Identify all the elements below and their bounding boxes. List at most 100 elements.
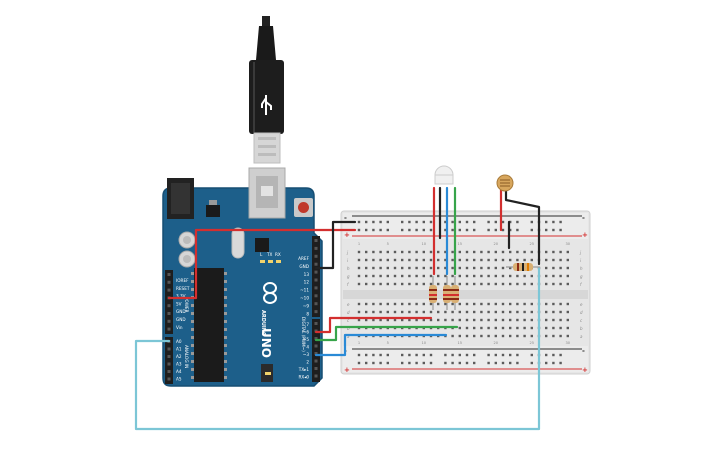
wire-pin5-green[interactable]	[314, 325, 459, 342]
analog-header[interactable]	[165, 337, 173, 384]
breadboard-hole[interactable]	[487, 274, 490, 278]
breadboard-hole[interactable]	[429, 274, 433, 278]
breadboard-hole[interactable]	[552, 302, 555, 306]
breadboard-hole[interactable]	[437, 318, 440, 322]
rail-hole[interactable]	[415, 361, 418, 365]
rail-hole[interactable]	[473, 361, 476, 365]
rail-hole[interactable]	[415, 220, 418, 224]
photoresistor[interactable]	[496, 174, 514, 192]
breadboard-hole[interactable]	[523, 250, 526, 254]
breadboard-hole[interactable]	[451, 302, 454, 306]
rgb-led[interactable]	[434, 165, 454, 185]
breadboard-hole[interactable]	[458, 302, 461, 306]
header-hole[interactable]	[314, 352, 318, 355]
breadboard-hole[interactable]	[559, 250, 562, 254]
breadboard-hole[interactable]	[501, 318, 505, 322]
breadboard-hole[interactable]	[480, 334, 483, 338]
rail-hole[interactable]	[473, 220, 476, 224]
header-hole[interactable]	[167, 362, 171, 366]
rail-hole[interactable]	[516, 361, 519, 365]
breadboard-hole[interactable]	[372, 250, 375, 254]
breadboard-hole[interactable]	[415, 274, 418, 278]
breadboard-hole[interactable]	[372, 318, 375, 322]
rail-hole[interactable]	[451, 353, 454, 357]
breadboard-hole[interactable]	[559, 326, 562, 330]
breadboard-hole[interactable]	[458, 282, 461, 286]
rail-hole[interactable]	[545, 220, 548, 224]
rail-hole[interactable]	[545, 228, 548, 232]
breadboard-hole[interactable]	[545, 274, 548, 278]
breadboard-hole[interactable]	[545, 326, 548, 330]
breadboard-hole[interactable]	[545, 258, 548, 262]
rail-hole[interactable]	[357, 220, 361, 224]
breadboard-hole[interactable]	[365, 258, 368, 262]
breadboard-hole[interactable]	[509, 334, 512, 338]
breadboard-hole[interactable]	[415, 266, 418, 270]
breadboard-hole[interactable]	[523, 326, 526, 330]
breadboard-hole[interactable]	[386, 302, 389, 306]
breadboard-hole[interactable]	[480, 274, 483, 278]
breadboard-hole[interactable]	[465, 318, 469, 322]
rail-hole[interactable]	[451, 228, 454, 232]
breadboard-hole[interactable]	[516, 274, 519, 278]
breadboard-hole[interactable]	[465, 250, 469, 254]
breadboard-hole[interactable]	[530, 282, 533, 286]
breadboard-hole[interactable]	[393, 318, 397, 322]
breadboard-hole[interactable]	[552, 334, 555, 338]
breadboard-hole[interactable]	[530, 326, 533, 330]
rail-hole[interactable]	[530, 220, 533, 224]
breadboard-hole[interactable]	[530, 318, 533, 322]
breadboard-hole[interactable]	[480, 250, 483, 254]
breadboard-hole[interactable]	[509, 310, 512, 314]
breadboard-hole[interactable]	[473, 282, 476, 286]
rail-hole[interactable]	[372, 361, 375, 365]
breadboard-hole[interactable]	[480, 258, 483, 262]
breadboard-hole[interactable]	[523, 302, 526, 306]
rail-hole[interactable]	[516, 220, 519, 224]
breadboard-hole[interactable]	[523, 282, 526, 286]
breadboard-hole[interactable]	[509, 318, 512, 322]
header-hole[interactable]	[167, 327, 171, 331]
breadboard-hole[interactable]	[516, 334, 519, 338]
breadboard-hole[interactable]	[473, 334, 476, 338]
breadboard-hole[interactable]	[357, 274, 361, 278]
breadboard-hole[interactable]	[451, 310, 454, 314]
rail-hole[interactable]	[458, 228, 461, 232]
breadboard-hole[interactable]	[357, 282, 361, 286]
rail-hole[interactable]	[545, 361, 548, 365]
breadboard-hole[interactable]	[451, 334, 454, 338]
breadboard-hole[interactable]	[458, 250, 461, 254]
breadboard-hole[interactable]	[451, 258, 454, 262]
breadboard-hole[interactable]	[401, 302, 404, 306]
breadboard-hole[interactable]	[401, 318, 404, 322]
breadboard-hole[interactable]	[379, 318, 382, 322]
breadboard-hole[interactable]	[422, 282, 425, 286]
breadboard-hole[interactable]	[365, 250, 368, 254]
rail-hole[interactable]	[559, 353, 562, 357]
rail-hole[interactable]	[365, 228, 368, 232]
breadboard-hole[interactable]	[451, 250, 454, 254]
rail-hole[interactable]	[357, 353, 361, 357]
breadboard-hole[interactable]	[365, 302, 368, 306]
header-hole[interactable]	[314, 359, 318, 363]
breadboard-hole[interactable]	[545, 334, 548, 338]
breadboard-hole[interactable]	[494, 282, 497, 286]
breadboard-hole[interactable]	[422, 258, 425, 262]
breadboard-hole[interactable]	[480, 326, 483, 330]
breadboard-hole[interactable]	[494, 302, 497, 306]
breadboard-hole[interactable]	[444, 250, 447, 254]
breadboard-hole[interactable]	[422, 302, 425, 306]
header-hole[interactable]	[167, 377, 171, 381]
breadboard-hole[interactable]	[401, 266, 404, 270]
breadboard-hole[interactable]	[480, 302, 483, 306]
breadboard-hole[interactable]	[566, 282, 569, 286]
breadboard-hole[interactable]	[415, 282, 418, 286]
breadboard-hole[interactable]	[566, 258, 569, 262]
breadboard-hole[interactable]	[437, 266, 440, 270]
breadboard-hole[interactable]	[559, 334, 562, 338]
breadboard-hole[interactable]	[530, 310, 533, 314]
rail-hole[interactable]	[372, 353, 375, 357]
header-hole[interactable]	[314, 294, 318, 298]
breadboard-hole[interactable]	[379, 282, 382, 286]
breadboard-hole[interactable]	[458, 334, 461, 338]
